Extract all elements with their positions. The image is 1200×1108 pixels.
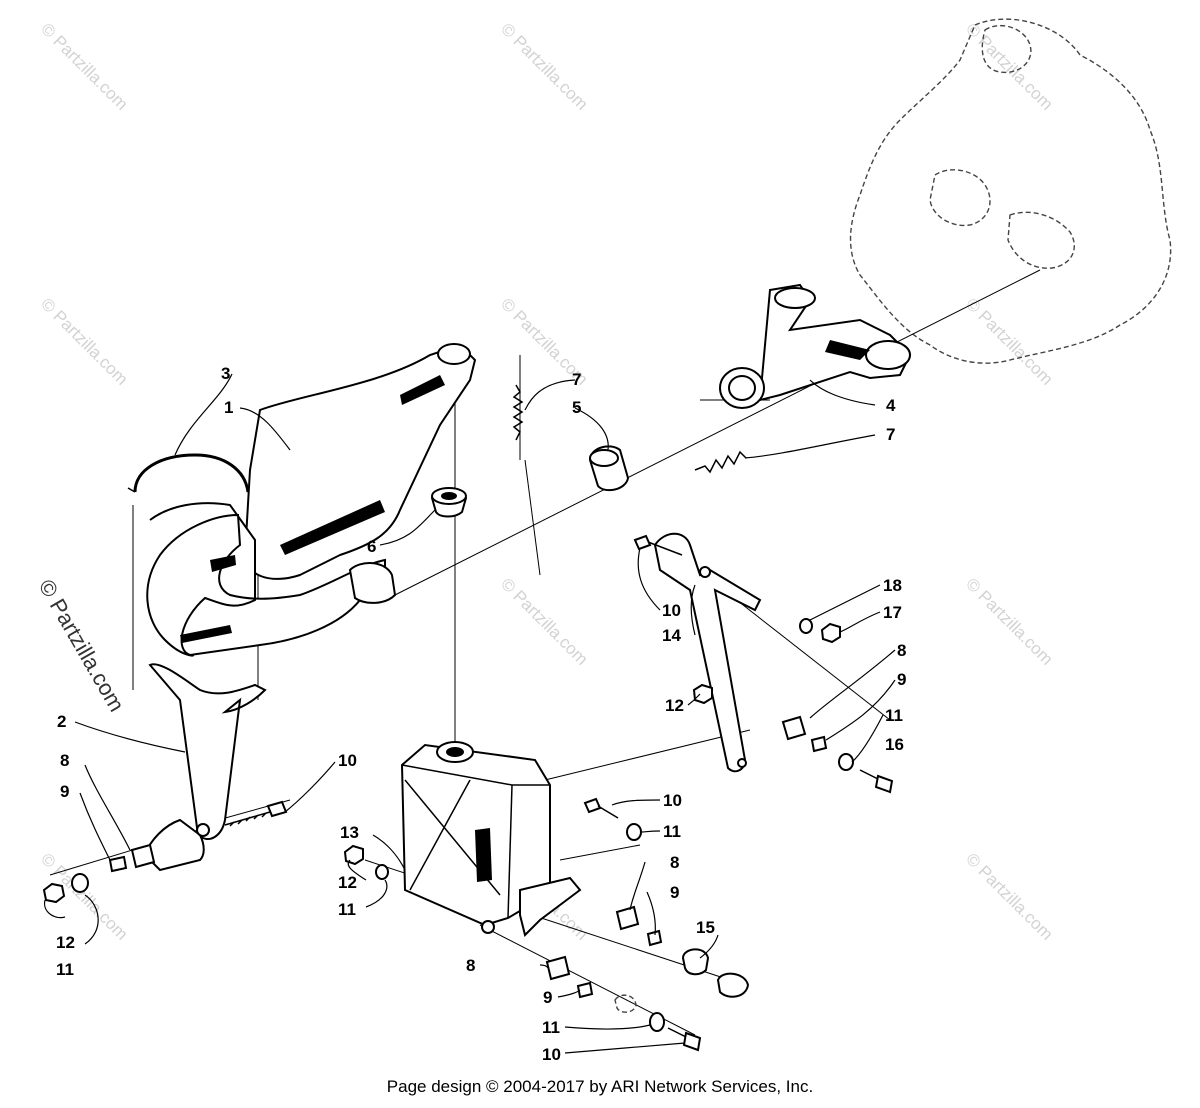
grommet-15[interactable] bbox=[681, 948, 710, 976]
callout-7-upper: 7 bbox=[572, 370, 581, 389]
washer-11-lower[interactable] bbox=[649, 1012, 665, 1032]
watermark: © Partzilla.com bbox=[37, 294, 131, 388]
callout-9-left: 9 bbox=[60, 782, 69, 801]
bolt-10-tank[interactable] bbox=[583, 797, 619, 819]
phantom-washer bbox=[614, 994, 637, 1013]
watermark: © Partzilla.com bbox=[962, 849, 1056, 943]
engine-outline bbox=[849, 18, 1172, 364]
callout-7-lower: 7 bbox=[886, 425, 895, 444]
spacer-9-arm[interactable] bbox=[810, 735, 828, 753]
spacer-9-lower[interactable] bbox=[576, 981, 594, 999]
callout-3: 3 bbox=[221, 364, 230, 383]
watermark: © Partzilla.com bbox=[962, 19, 1056, 113]
bolt-10-lower[interactable] bbox=[667, 1027, 702, 1052]
callout-11-lower: 11 bbox=[542, 1018, 560, 1037]
washer-left[interactable] bbox=[71, 873, 89, 893]
callout-6: 6 bbox=[367, 537, 376, 556]
bushing-8-arm[interactable] bbox=[781, 715, 807, 741]
callout-18: 18 bbox=[883, 576, 902, 595]
exhaust-spring-upper[interactable] bbox=[512, 384, 524, 441]
callout-11-arm: 11 bbox=[885, 706, 903, 725]
bolt-arm[interactable] bbox=[633, 534, 683, 556]
nut-12-arm[interactable] bbox=[692, 683, 713, 705]
callout-11-tank: 11 bbox=[338, 900, 356, 919]
nut-left[interactable] bbox=[42, 882, 66, 904]
nut-12-tank[interactable] bbox=[343, 844, 364, 866]
callout-12-left: 12 bbox=[56, 933, 75, 952]
watermark: © Partzilla.com bbox=[962, 294, 1056, 388]
callout-labels: 3 1 7 5 6 4 7 2 10 8 9 12 11 13 12 11 10… bbox=[56, 364, 906, 1064]
bushing-8-lower[interactable] bbox=[545, 955, 571, 981]
watermark: © Partzilla.com bbox=[497, 19, 591, 113]
callout-9-arm: 9 bbox=[897, 670, 906, 689]
callout-10-arm: 10 bbox=[662, 601, 681, 620]
grommet[interactable] bbox=[430, 487, 468, 518]
watermark: © Partzilla.com bbox=[37, 19, 131, 113]
callout-12-tank: 12 bbox=[338, 873, 357, 892]
callout-4: 4 bbox=[886, 396, 896, 415]
callout-10-left: 10 bbox=[338, 751, 357, 770]
bolt-16[interactable] bbox=[859, 769, 894, 794]
callout-17: 17 bbox=[883, 603, 902, 622]
callout-13: 13 bbox=[340, 823, 359, 842]
watermark: © Partzilla.com bbox=[962, 574, 1056, 668]
callout-10-tank: 10 bbox=[663, 791, 682, 810]
page-credit: Page design © 2004-2017 by ARI Network S… bbox=[387, 1077, 813, 1096]
callout-12-arm: 12 bbox=[665, 696, 684, 715]
callout-5: 5 bbox=[572, 398, 581, 417]
washer-18[interactable] bbox=[799, 618, 813, 634]
muffler-hanger[interactable] bbox=[127, 453, 256, 499]
nut-17[interactable] bbox=[820, 622, 841, 644]
callout-15: 15 bbox=[696, 918, 715, 937]
exhaust-spring-lower[interactable] bbox=[694, 450, 747, 474]
callout-2: 2 bbox=[57, 712, 66, 731]
callout-16: 16 bbox=[885, 735, 904, 754]
oil-tank[interactable] bbox=[400, 741, 582, 937]
callout-8-arm: 8 bbox=[897, 641, 906, 660]
muffler-bracket[interactable] bbox=[143, 663, 267, 872]
callout-8-lower: 8 bbox=[466, 956, 475, 975]
bushing-left[interactable] bbox=[130, 843, 156, 869]
spacer-left[interactable] bbox=[108, 855, 128, 873]
washer-11-left-tank[interactable] bbox=[375, 864, 389, 880]
callout-10-lower: 10 bbox=[542, 1045, 561, 1064]
bolt-left[interactable] bbox=[224, 800, 288, 827]
callout-14: 14 bbox=[662, 626, 681, 645]
washer-11-arm[interactable] bbox=[838, 753, 854, 771]
spacer-9-tank[interactable] bbox=[646, 929, 663, 947]
callout-8-left: 8 bbox=[60, 751, 69, 770]
bushing-8-tank[interactable] bbox=[615, 905, 640, 931]
callout-11-tank-right: 11 bbox=[663, 822, 681, 841]
callout-11-left: 11 bbox=[56, 960, 74, 979]
leader-lines bbox=[43, 373, 896, 1054]
tank-bracket-arm[interactable] bbox=[653, 532, 762, 773]
mount-plate[interactable] bbox=[716, 972, 750, 998]
exhaust-manifold[interactable] bbox=[719, 283, 912, 409]
side-watermark: © Partzilla.com bbox=[34, 575, 130, 716]
callout-1: 1 bbox=[224, 398, 233, 417]
watermark: © Partzilla.com bbox=[497, 574, 591, 668]
exhaust-seal-ring[interactable] bbox=[588, 445, 630, 492]
washer-11-tank[interactable] bbox=[626, 823, 642, 841]
callout-9-lower: 9 bbox=[543, 988, 552, 1007]
callout-8-tank: 8 bbox=[670, 853, 679, 872]
muffler[interactable] bbox=[146, 343, 477, 657]
callout-9-tank: 9 bbox=[670, 883, 679, 902]
